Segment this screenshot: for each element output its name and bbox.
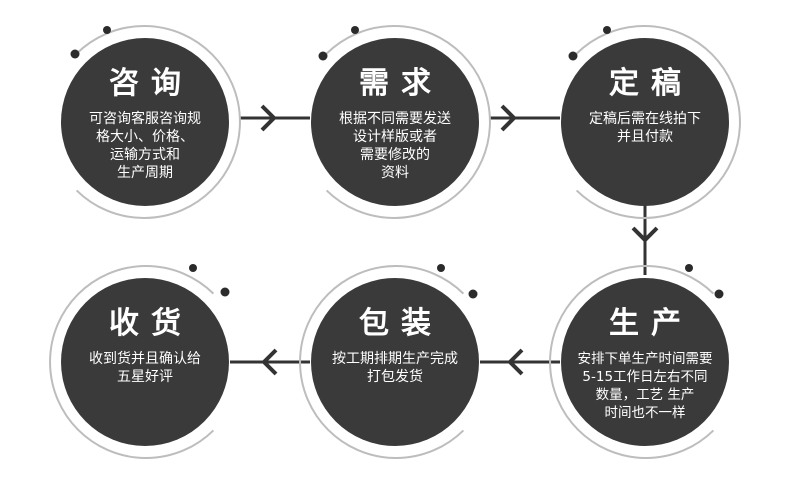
- dot-icon: [714, 289, 724, 299]
- step-circle: [561, 25, 741, 219]
- step-description: 按工期排期生产完成 打包发货: [332, 351, 458, 385]
- step-title: 需求: [359, 66, 443, 101]
- step-title: 收货: [109, 306, 193, 341]
- step-description: 可咨询客服咨询规 格大小、价格、 运输方式和 生产周期: [89, 111, 201, 181]
- step-consult: 咨询 可咨询客服咨询规 格大小、价格、 运输方式和 生产周期: [45, 22, 245, 222]
- step-title: 生产: [609, 306, 693, 341]
- step-title: 咨询: [109, 66, 193, 101]
- step-finalize: 定稿 定稿后需在线拍下 并且付款: [545, 22, 745, 222]
- step-description: 收到货并且确认给 五星好评: [89, 351, 201, 385]
- dot-icon: [189, 264, 197, 272]
- arrow-right-icon: [260, 104, 277, 132]
- step-requirements: 需求 根据不同需要发送 设计样版或者 需要修改的 资料: [295, 22, 495, 222]
- step-circle: [549, 264, 729, 459]
- dot-icon: [685, 264, 693, 272]
- dot-icon: [220, 287, 230, 297]
- step-packaging: 包装 按工期排期生产完成 打包发货: [295, 262, 495, 462]
- dot-icon: [437, 264, 445, 272]
- step-title: 定稿: [609, 66, 693, 101]
- dot-icon: [568, 51, 578, 61]
- dot-icon: [468, 289, 478, 299]
- step-circle: [311, 25, 491, 219]
- arrow-right-icon: [500, 104, 517, 132]
- dot-icon: [603, 26, 611, 34]
- step-description: 根据不同需要发送 设计样版或者 需要修改的 资料: [339, 111, 451, 181]
- step-receive: 收货 收到货并且确认给 五星好评: [45, 262, 245, 462]
- step-title: 包装: [359, 306, 443, 341]
- step-description: 安排下单生产时间需要 5-15工作日左右不同 数量，工艺 生产 时间也不一样: [577, 351, 713, 421]
- step-circle: [49, 264, 230, 459]
- arrow-left-icon: [507, 348, 524, 376]
- arrow-down-icon: [631, 226, 659, 243]
- dot-icon: [70, 49, 80, 59]
- step-description: 定稿后需在线拍下 并且付款: [589, 111, 701, 145]
- dot-icon: [318, 51, 328, 61]
- arrow-left-icon: [261, 348, 278, 376]
- step-production: 生产 安排下单生产时间需要 5-15工作日左右不同 数量，工艺 生产 时间也不一…: [545, 262, 745, 462]
- dot-icon: [103, 26, 111, 34]
- step-circle: [61, 25, 241, 219]
- step-circle: [299, 264, 479, 459]
- dot-icon: [351, 26, 359, 34]
